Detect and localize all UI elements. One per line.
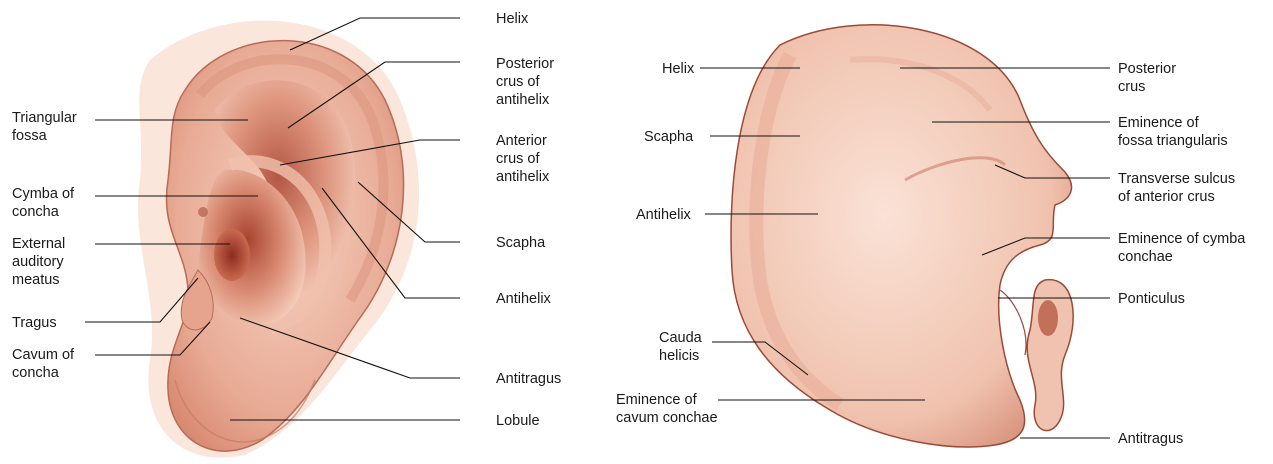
label-eminence-cavum-2: cavum conchae — [616, 410, 718, 426]
label-posterior-crus-right-2: crus — [1118, 79, 1145, 95]
label-tragus: Tragus — [12, 315, 57, 331]
label-cavum-1: Cavum of — [12, 347, 75, 363]
label-lobule: Lobule — [496, 413, 540, 429]
label-eminence-cymba-1: Eminence of cymba — [1118, 231, 1246, 247]
label-anterior-crus-3: antihelix — [496, 169, 550, 185]
back-ponticulus-pit — [1038, 300, 1058, 336]
label-antitragus-right: Antitragus — [1118, 431, 1183, 447]
label-antihelix-right: Antihelix — [636, 207, 692, 223]
label-cavum-2: concha — [12, 365, 60, 381]
label-posterior-crus-3: antihelix — [496, 92, 550, 108]
label-antitragus-left: Antitragus — [496, 371, 561, 387]
label-cauda-2: helicis — [659, 348, 699, 364]
label-eminence-cymba-2: conchae — [1118, 249, 1173, 265]
label-transverse-sulcus-2: of anterior crus — [1118, 189, 1215, 205]
label-cymba-2: concha — [12, 204, 60, 220]
label-scapha-right: Scapha — [644, 129, 694, 145]
label-eminence-fossa-1: Eminence of — [1118, 115, 1200, 131]
label-transverse-sulcus-1: Transverse sulcus — [1118, 171, 1235, 187]
ear-notch — [198, 207, 208, 217]
label-external-meatus-2: auditory — [12, 254, 64, 270]
label-external-meatus-1: External — [12, 236, 65, 252]
label-cymba-1: Cymba of — [12, 186, 75, 202]
label-posterior-crus-2: crus of — [496, 74, 540, 90]
label-antihelix-left: Antihelix — [496, 291, 552, 307]
back-inner-cut — [1000, 290, 1026, 355]
label-posterior-crus-right-1: Posterior — [1118, 61, 1176, 77]
label-ponticulus: Ponticulus — [1118, 291, 1185, 307]
label-cauda-1: Cauda — [659, 330, 703, 346]
label-eminence-fossa-2: fossa triangularis — [1118, 133, 1228, 149]
label-anterior-crus-2: crus of — [496, 151, 540, 167]
label-helix-left: Helix — [496, 11, 529, 27]
label-helix-right: Helix — [662, 61, 695, 77]
label-scapha-left: Scapha — [496, 235, 546, 251]
label-posterior-crus-1: Posterior — [496, 56, 554, 72]
label-external-meatus-3: meatus — [12, 272, 60, 288]
label-eminence-cavum-1: Eminence of — [616, 392, 698, 408]
right-ear-illustration — [731, 25, 1073, 447]
left-ear-illustration — [138, 21, 419, 458]
auditory-canal — [214, 229, 250, 281]
label-triangular-fossa-2: fossa — [12, 128, 48, 144]
label-triangular-fossa-1: Triangular — [12, 110, 77, 126]
label-anterior-crus-1: Anterior — [496, 133, 547, 149]
